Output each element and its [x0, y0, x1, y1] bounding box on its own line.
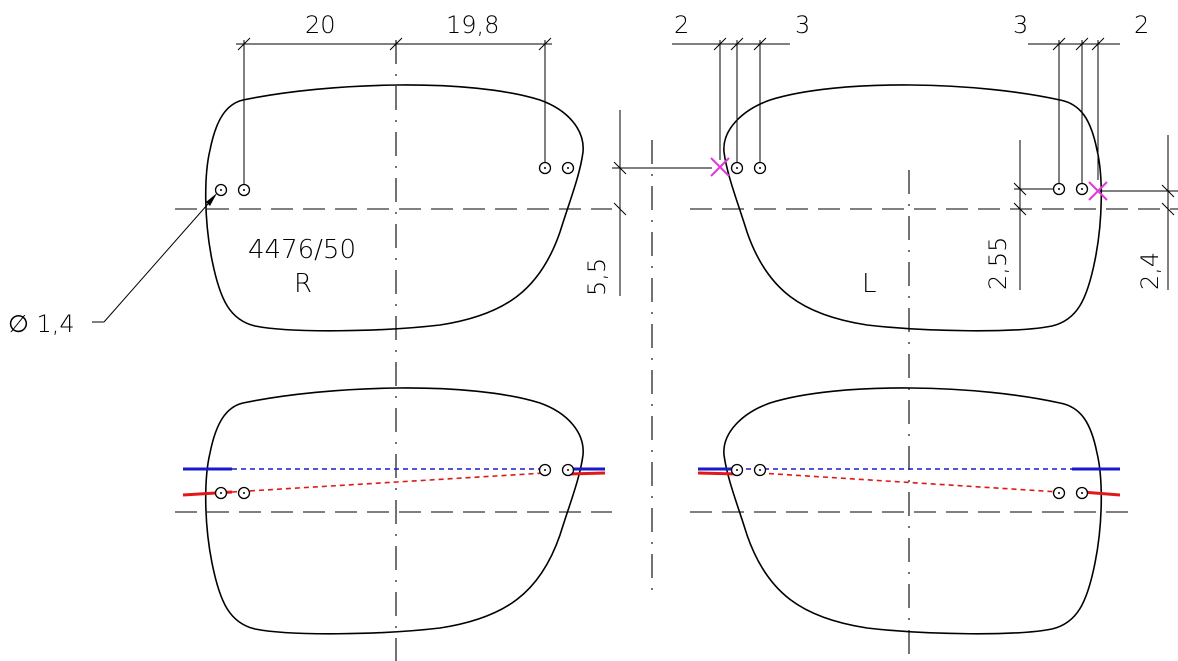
right-lens-outline	[204, 84, 584, 332]
dimension-3-temple-label: 3	[1013, 11, 1028, 39]
right-bottom-holes	[214, 463, 575, 500]
dimension-5-5-label: 5,5	[583, 258, 611, 296]
left-red-line-dashed	[759, 472, 1060, 493]
right-lens-top: 20 19,8 ∅ 1,4 4476/50 R	[8, 11, 584, 338]
right-lens-bottom	[182, 387, 606, 635]
dimension-20-label: 20	[305, 11, 336, 39]
temple-vertical-dimension-a: 2,55	[984, 140, 1053, 290]
left-lens-bottom	[697, 387, 1121, 635]
dimension-2-4-label: 2,4	[1136, 252, 1164, 290]
left-lens-label: L	[862, 269, 877, 299]
dimension-2-nasal-label: 2	[674, 11, 689, 39]
left-lens-bottom-outline	[723, 387, 1103, 635]
dimension-2-55-label: 2,55	[984, 237, 1012, 290]
reference-marker-temple	[1088, 181, 1108, 201]
left-bottom-holes	[730, 463, 1089, 500]
right-lens-holes	[214, 161, 575, 197]
reference-marker-nasal	[710, 157, 730, 177]
temple-vertical-dimension-b: 2,4	[1100, 135, 1178, 290]
left-red-line-start	[697, 471, 738, 476]
right-red-line-dashed	[231, 472, 546, 493]
right-top-dimensions: 20 19,8	[236, 11, 552, 184]
centerlines	[175, 40, 1178, 661]
left-temple-dimensions: 3 2	[1013, 11, 1149, 183]
right-lens-bottom-outline	[204, 387, 584, 635]
dimension-2-temple-label: 2	[1134, 11, 1149, 39]
left-red-line-solid	[1081, 490, 1121, 497]
left-lens-outline	[723, 84, 1103, 332]
model-number-label: 4476/50	[248, 235, 356, 265]
left-lens-top: 2 3 3 2 5,5 2,55	[583, 11, 1178, 332]
nasal-vertical-dimension: 5,5	[583, 110, 712, 296]
dimension-19-8-label: 19,8	[446, 11, 499, 39]
left-lens-holes	[730, 161, 1089, 196]
left-nasal-dimensions: 2 3	[672, 11, 810, 162]
hole-diameter-callout: ∅ 1,4	[8, 193, 217, 338]
hole-diameter-label: ∅ 1,4	[8, 310, 75, 338]
right-red-line-end	[567, 471, 606, 476]
dimension-3-nasal-label: 3	[795, 11, 810, 39]
right-lens-label: R	[294, 269, 312, 299]
